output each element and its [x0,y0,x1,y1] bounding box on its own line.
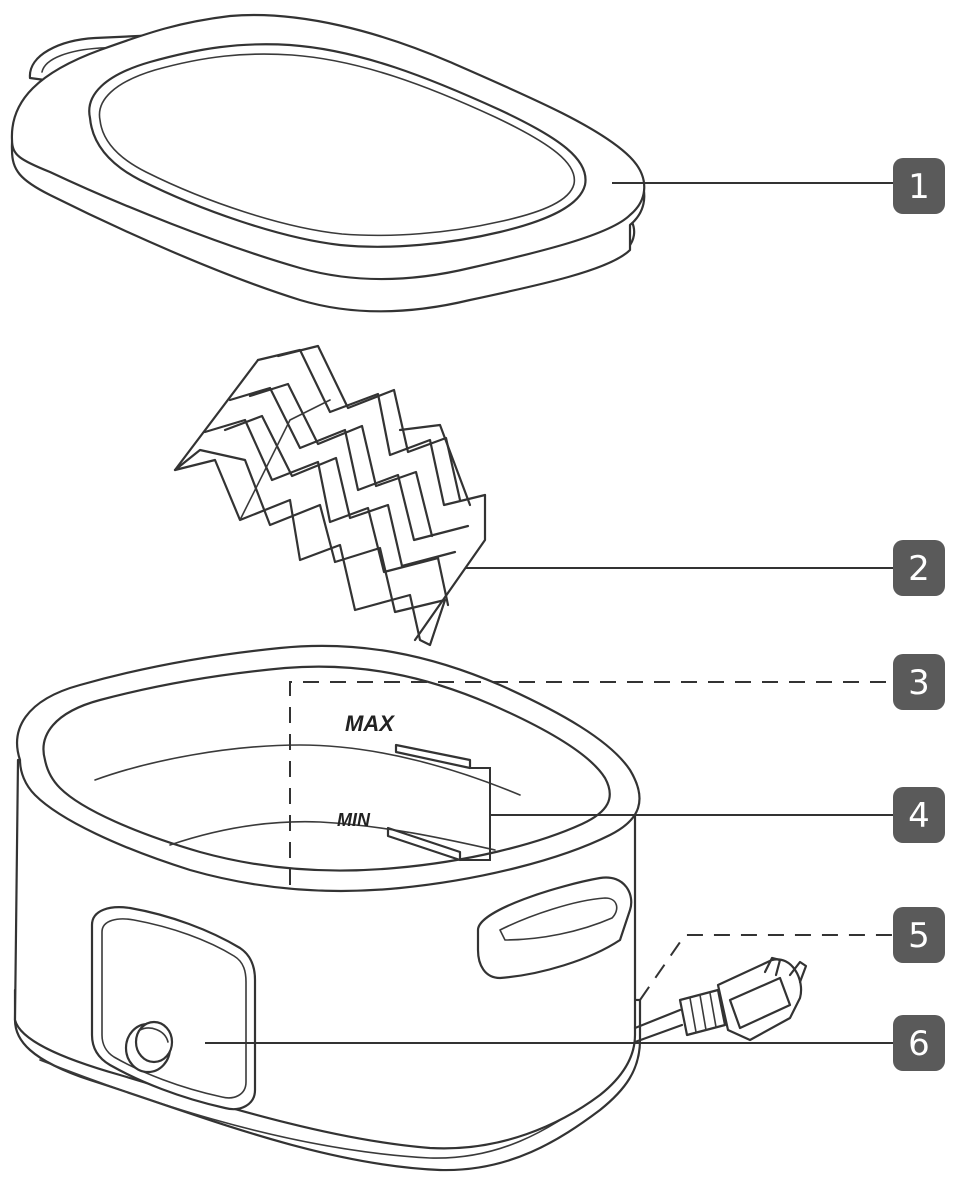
lid-illustration [10,13,646,313]
badge-6: 6 [893,1015,945,1071]
badge-2: 2 [893,540,945,596]
badge-5-number: 5 [908,916,930,956]
control-knob-illustration [124,1020,174,1074]
badge-1: 1 [893,158,945,214]
badge-3: 3 [893,654,945,710]
leader-lines [205,182,893,1044]
rack-illustration [173,344,487,647]
base-illustration: MAX MIN [13,644,808,1172]
part-badges: 1 2 3 4 5 6 [893,158,945,1071]
badge-4-number: 4 [908,796,930,836]
min-label: MIN [337,810,371,830]
badge-3-number: 3 [908,663,930,703]
leader-5 [639,934,893,1001]
leader-4 [460,767,893,861]
level-scale: MAX MIN [337,711,472,862]
badge-2-number: 2 [908,549,930,589]
power-cord-illustration [633,956,808,1044]
leader-3 [289,681,893,885]
badge-5: 5 [893,907,945,963]
max-label: MAX [345,711,395,736]
badge-6-number: 6 [908,1024,930,1064]
badge-4: 4 [893,787,945,843]
badge-1-number: 1 [908,167,930,207]
